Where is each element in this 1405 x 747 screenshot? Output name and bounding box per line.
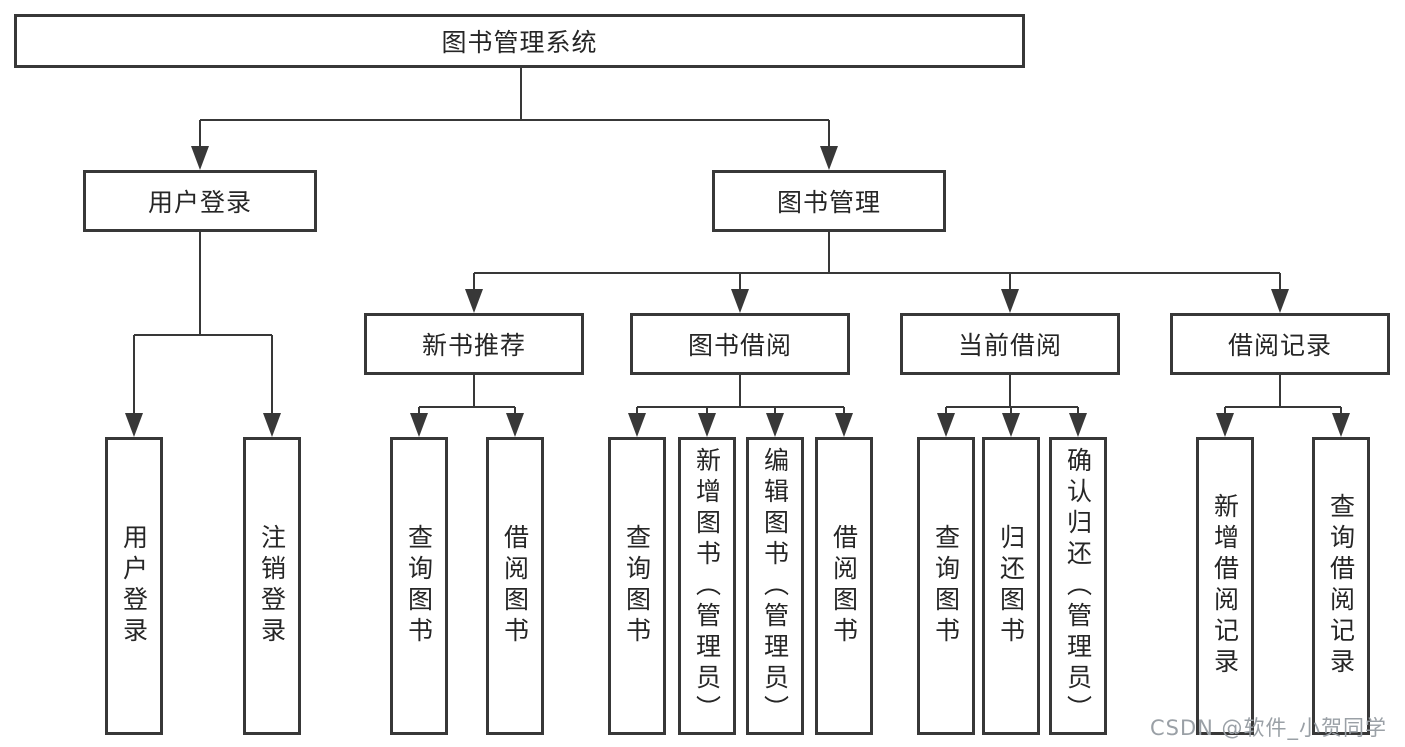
- node-current-borrowing: 当前借阅: [900, 313, 1120, 375]
- node-user-login-branch: 用户登录: [83, 170, 317, 232]
- node-library-management-system: 图书管理系统: [14, 14, 1025, 68]
- node-label: 编辑图书（管理员）: [760, 446, 790, 726]
- node-borrowing-records: 借阅记录: [1170, 313, 1390, 375]
- node-borrowing-edit-books-admin: 编辑图书（管理员）: [746, 437, 804, 735]
- node-label: 借阅图书: [500, 524, 530, 648]
- node-recommend-query-books: 查询图书: [390, 437, 448, 735]
- node-label: 注销登录: [257, 524, 287, 648]
- node-borrowing-borrow-books: 借阅图书: [815, 437, 873, 735]
- node-label: 新增借阅记录: [1210, 493, 1240, 679]
- node-leaf-user-login: 用户登录: [105, 437, 163, 735]
- arrowheads: [125, 146, 1350, 437]
- node-borrowing-add-books-admin: 新增图书（管理员）: [678, 437, 736, 735]
- node-label: 查询图书: [931, 524, 961, 648]
- node-label: 查询图书: [404, 524, 434, 648]
- node-label: 用户登录: [119, 524, 149, 648]
- node-current-confirm-return-admin: 确认归还（管理员）: [1049, 437, 1107, 735]
- node-book-borrowing: 图书借阅: [630, 313, 850, 375]
- node-label: 确认归还（管理员）: [1063, 446, 1093, 726]
- node-current-return-books: 归还图书: [982, 437, 1040, 735]
- node-records-query-record: 查询借阅记录: [1312, 437, 1370, 735]
- node-current-query-books: 查询图书: [917, 437, 975, 735]
- node-borrowing-query-books: 查询图书: [608, 437, 666, 735]
- node-records-add-record: 新增借阅记录: [1196, 437, 1254, 735]
- node-label: 归还图书: [996, 524, 1026, 648]
- node-new-book-recommend: 新书推荐: [364, 313, 584, 375]
- node-recommend-borrow-books: 借阅图书: [486, 437, 544, 735]
- node-leaf-logout: 注销登录: [243, 437, 301, 735]
- node-label: 新增图书（管理员）: [692, 446, 722, 726]
- node-label: 借阅图书: [829, 524, 859, 648]
- node-book-management-branch: 图书管理: [712, 170, 946, 232]
- node-label: 查询借阅记录: [1326, 493, 1356, 679]
- node-label: 查询图书: [622, 524, 652, 648]
- csdn-watermark: CSDN @软件_小贺同学: [1150, 716, 1388, 740]
